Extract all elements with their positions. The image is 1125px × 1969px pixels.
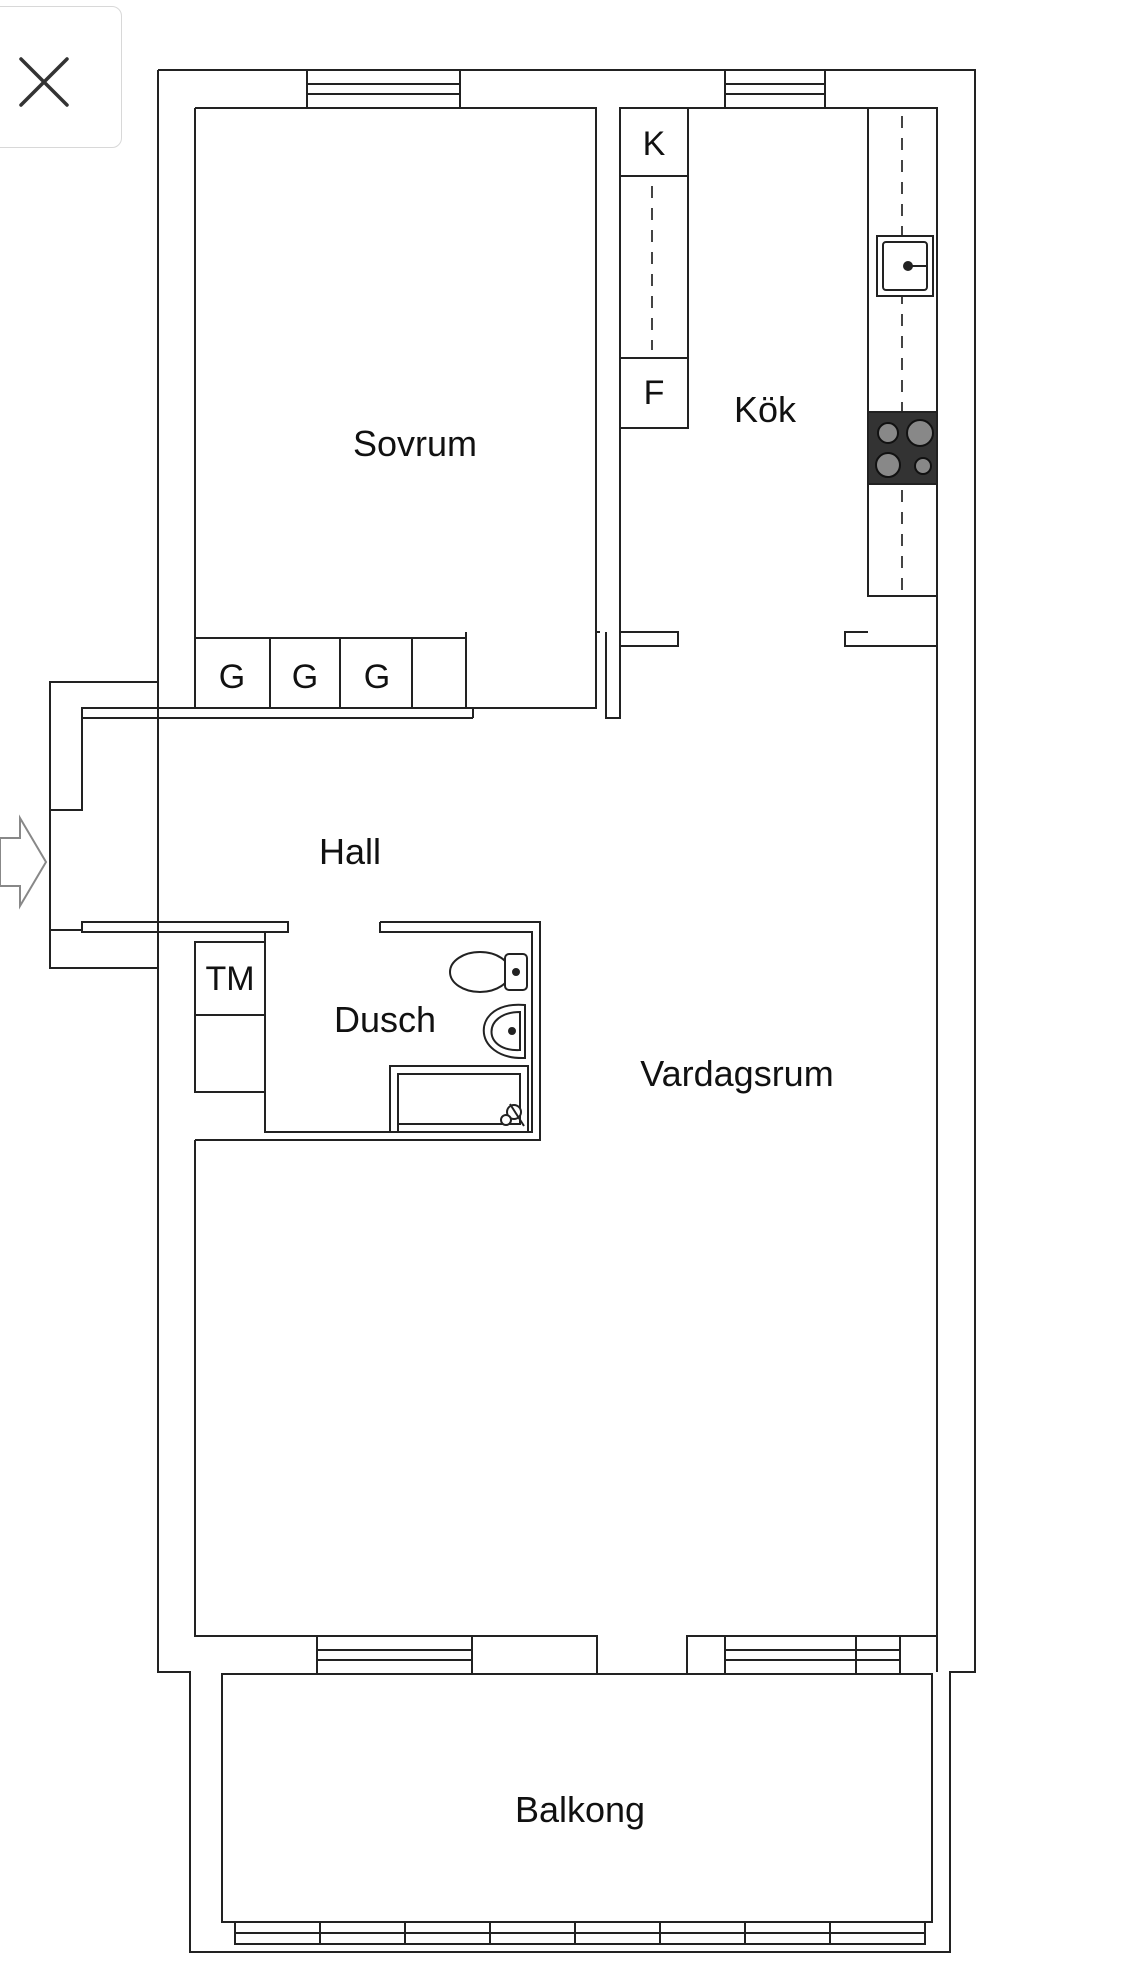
fixture-label-g3: G	[364, 658, 390, 696]
washbasin-icon	[482, 1003, 526, 1060]
fixture-label-k: K	[643, 125, 666, 163]
entrance-arrow-icon	[0, 814, 48, 910]
outer-wall-inner	[50, 107, 597, 811]
fixture-label-g2: G	[292, 658, 318, 696]
stove-icon	[867, 411, 938, 485]
outer-wall-outer	[49, 69, 976, 1953]
room-label-sovrum: Sovrum	[353, 423, 477, 464]
close-icon	[19, 57, 69, 107]
room-label-balkong: Balkong	[515, 1789, 645, 1830]
room-label-vardagsrum: Vardagsrum	[640, 1053, 833, 1094]
sink-icon	[876, 235, 934, 297]
shower-icon	[389, 1065, 529, 1133]
toilet-icon	[449, 951, 528, 993]
close-button[interactable]	[0, 6, 122, 148]
room-label-kok: Kök	[734, 389, 797, 430]
fixture-label-tm: TM	[205, 960, 254, 998]
fixture-label-f: F	[644, 374, 665, 412]
room-label-dusch: Dusch	[334, 999, 436, 1040]
room-label-hall: Hall	[319, 831, 381, 872]
fixture-label-g1: G	[219, 658, 245, 696]
